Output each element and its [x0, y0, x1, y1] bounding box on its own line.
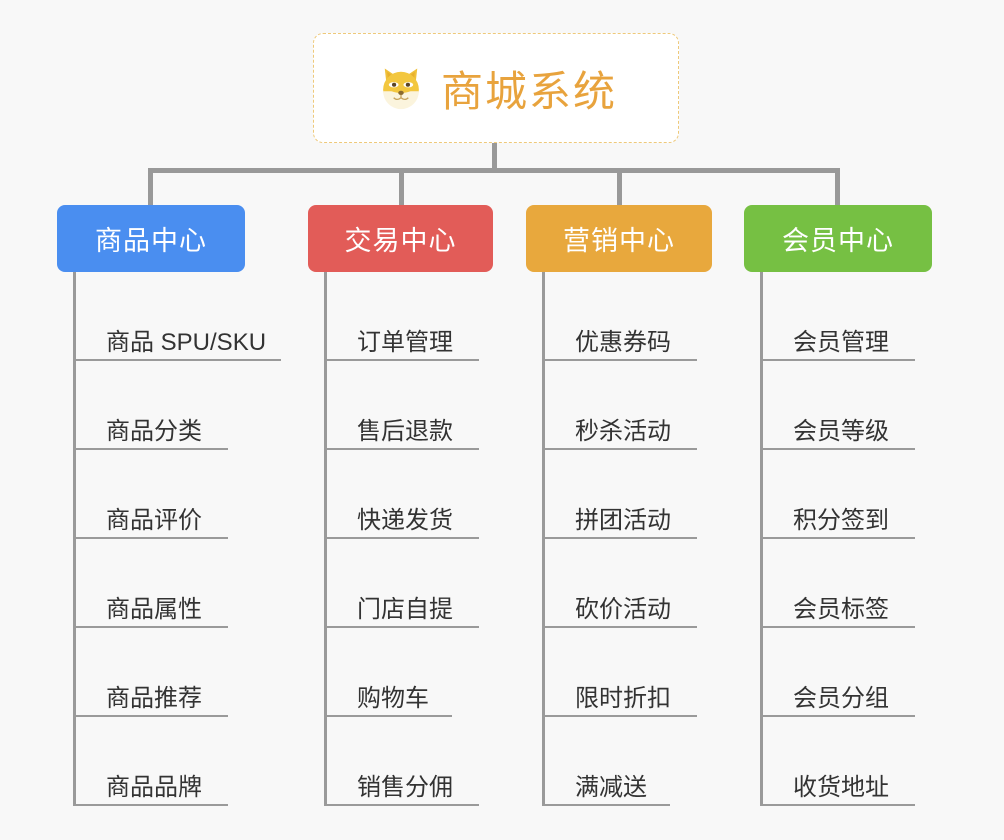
category-label: 会员中心 [782, 226, 894, 256]
sub-item-label: 门店自提 [357, 596, 453, 623]
category-box-3[interactable]: 会员中心 [744, 205, 932, 272]
category-column-0: 商品中心商品 SPU/SKU 商品分类商品评价商品属性商品推荐商品品牌 [57, 205, 281, 806]
sub-item-label: 销售分佣 [357, 774, 453, 801]
sub-item[interactable]: 商品分类 [76, 361, 245, 450]
sub-item[interactable]: 会员分组 [763, 628, 932, 717]
sub-item-label: 商品品牌 [106, 774, 202, 801]
sub-item[interactable]: 会员标签 [763, 539, 932, 628]
sub-item-list-2: 优惠券码秒杀活动拼团活动砍价活动限时折扣满减送 [542, 272, 712, 806]
category-label: 营销中心 [563, 226, 675, 256]
category-label: 商品中心 [95, 226, 207, 256]
sub-item[interactable]: 会员管理 [763, 272, 932, 361]
connector-drop-0 [148, 168, 153, 207]
sub-item[interactable]: 商品 SPU/SKU [76, 272, 281, 361]
connector-root-stem [492, 143, 497, 170]
category-column-2: 营销中心优惠券码秒杀活动拼团活动砍价活动限时折扣满减送 [526, 205, 712, 806]
sub-item[interactable]: 积分签到 [763, 450, 932, 539]
sub-item[interactable]: 商品推荐 [76, 628, 245, 717]
sub-item-label: 秒杀活动 [575, 418, 671, 445]
sub-item[interactable]: 收货地址 [763, 717, 932, 806]
sub-item-label: 会员标签 [793, 596, 889, 623]
connector-drop-2 [617, 168, 622, 207]
sub-item[interactable]: 商品品牌 [76, 717, 245, 806]
sub-item[interactable]: 优惠券码 [545, 272, 712, 361]
sub-item-list-0: 商品 SPU/SKU 商品分类商品评价商品属性商品推荐商品品牌 [73, 272, 281, 806]
sub-item[interactable]: 销售分佣 [327, 717, 493, 806]
category-box-1[interactable]: 交易中心 [308, 205, 493, 272]
sub-item[interactable]: 商品评价 [76, 450, 245, 539]
sub-item-label: 积分签到 [793, 507, 889, 534]
connector-horizontal-bus [148, 168, 840, 173]
sub-item[interactable]: 拼团活动 [545, 450, 712, 539]
sub-item-label: 砍价活动 [575, 596, 671, 623]
connector-drop-1 [399, 168, 404, 207]
sub-item-label: 商品推荐 [106, 685, 202, 712]
sub-item-label: 会员管理 [793, 329, 889, 356]
root-node-label: 商城系统 [440, 67, 617, 115]
sub-item-label: 快递发货 [357, 507, 453, 534]
sub-item-label: 拼团活动 [575, 507, 671, 534]
sub-item-list-1: 订单管理售后退款快递发货门店自提购物车销售分佣 [324, 272, 493, 806]
sub-item-label: 限时折扣 [575, 685, 671, 712]
sub-item-label: 收货地址 [793, 774, 889, 801]
sub-item[interactable]: 满减送 [545, 717, 712, 806]
sub-item[interactable]: 购物车 [327, 628, 493, 717]
category-column-1: 交易中心订单管理售后退款快递发货门店自提购物车销售分佣 [308, 205, 493, 806]
sub-item-label: 优惠券码 [575, 329, 671, 356]
sub-item[interactable]: 商品属性 [76, 539, 245, 628]
sub-item[interactable]: 限时折扣 [545, 628, 712, 717]
category-label: 交易中心 [344, 226, 457, 256]
sub-item[interactable]: 快递发货 [327, 450, 493, 539]
category-box-2[interactable]: 营销中心 [526, 205, 712, 272]
sub-item-label: 会员分组 [793, 685, 889, 712]
sub-item[interactable]: 会员等级 [763, 361, 932, 450]
sub-item-label: 商品 SPU/SKU [106, 329, 267, 356]
sub-item-label: 订单管理 [357, 329, 453, 356]
category-box-0[interactable]: 商品中心 [57, 205, 245, 272]
connector-drop-3 [835, 168, 840, 207]
sub-item-list-3: 会员管理会员等级积分签到会员标签会员分组收货地址 [760, 272, 932, 806]
sub-item-label: 购物车 [357, 685, 429, 712]
sub-item[interactable]: 门店自提 [327, 539, 493, 628]
sub-item[interactable]: 秒杀活动 [545, 361, 712, 450]
sub-item-label: 商品属性 [106, 596, 202, 623]
sub-item-label: 售后退款 [357, 418, 453, 445]
sub-item-label: 商品评价 [106, 507, 202, 534]
sub-item-label: 满减送 [575, 774, 647, 801]
sub-item[interactable]: 砍价活动 [545, 539, 712, 628]
sub-item-label: 会员等级 [793, 418, 889, 445]
sub-item[interactable]: 订单管理 [327, 272, 493, 361]
sub-item[interactable]: 售后退款 [327, 361, 493, 450]
category-column-3: 会员中心会员管理会员等级积分签到会员标签会员分组收货地址 [744, 205, 932, 806]
sub-item-label: 商品分类 [106, 418, 202, 445]
root-node-shop-system[interactable]: 商城系统 [313, 33, 679, 143]
shiba-dog-face-icon [375, 62, 427, 114]
